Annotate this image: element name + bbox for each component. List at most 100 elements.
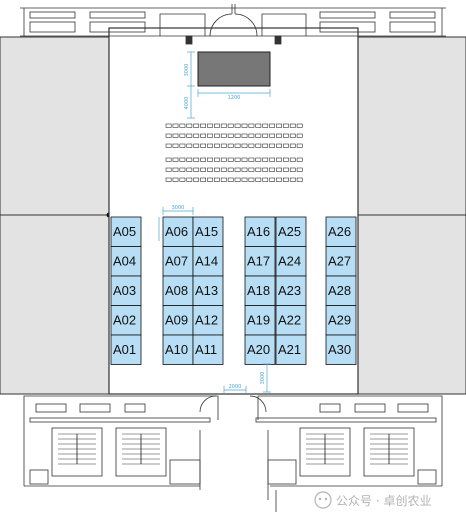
booth-label: A08 xyxy=(165,283,188,298)
seat xyxy=(172,143,179,148)
booth-label: A11 xyxy=(195,342,217,357)
booth-a06[interactable]: A06 xyxy=(162,216,194,247)
booth-box xyxy=(192,305,224,336)
booth-label: A30 xyxy=(328,342,351,357)
booth-a12[interactable]: A12 xyxy=(192,305,224,336)
seat xyxy=(276,167,282,172)
wechat-icon-eye-left xyxy=(318,497,322,501)
booth-a11[interactable]: A11 xyxy=(192,334,224,365)
booth-a23[interactable]: A23 xyxy=(275,275,307,306)
booth-box xyxy=(110,334,142,365)
booth-box xyxy=(244,275,276,306)
booth-box xyxy=(192,216,224,247)
booth-a07[interactable]: A07 xyxy=(162,246,194,277)
booth-box xyxy=(325,246,357,277)
booth-width-label: 3000 xyxy=(172,205,185,211)
screen-depth-label: 3000 xyxy=(184,64,190,77)
booth-a29[interactable]: A29 xyxy=(325,305,357,336)
booth-a18[interactable]: A18 xyxy=(244,275,276,306)
booth-a28[interactable]: A28 xyxy=(325,275,357,306)
seat xyxy=(214,133,220,138)
booth-box xyxy=(192,246,224,277)
seat xyxy=(200,133,206,138)
seat xyxy=(234,177,241,182)
seat xyxy=(186,167,193,172)
seat xyxy=(214,177,220,182)
booth-a13[interactable]: A13 xyxy=(192,275,224,306)
booth-a05[interactable]: A05 xyxy=(110,216,142,247)
seat xyxy=(179,177,186,182)
seat xyxy=(234,157,241,162)
booth-a01[interactable]: A01 xyxy=(110,334,142,365)
seat xyxy=(241,177,248,182)
seat xyxy=(172,123,179,128)
seat xyxy=(296,123,303,128)
seat xyxy=(269,167,275,172)
booth-a03[interactable]: A03 xyxy=(110,275,142,306)
seat xyxy=(276,143,282,148)
seat xyxy=(220,177,227,182)
booth-a24[interactable]: A24 xyxy=(275,246,307,277)
seat xyxy=(179,133,186,138)
booth-label: A12 xyxy=(195,313,218,328)
booth-label: A28 xyxy=(328,283,351,298)
seat xyxy=(172,157,179,162)
booth-a04[interactable]: A04 xyxy=(110,246,142,277)
seat xyxy=(220,143,227,148)
seat xyxy=(269,177,275,182)
booth-box xyxy=(244,305,276,336)
seat xyxy=(241,133,248,138)
booth-a26[interactable]: A26 xyxy=(325,216,357,247)
seat xyxy=(282,133,289,138)
seat xyxy=(214,143,220,148)
seat xyxy=(227,143,234,148)
booth-a22[interactable]: A22 xyxy=(275,305,307,336)
booth-a20[interactable]: A20 xyxy=(244,334,276,365)
seat xyxy=(227,133,234,138)
booth-a02[interactable]: A02 xyxy=(110,305,142,336)
booth-a17[interactable]: A17 xyxy=(244,246,276,277)
seat xyxy=(207,133,213,138)
seat xyxy=(207,123,213,128)
entrance-dimension xyxy=(223,363,271,394)
booth-a08[interactable]: A08 xyxy=(162,275,194,306)
watermark: 公众号 · 卓创农业 xyxy=(314,491,431,509)
seat xyxy=(276,133,282,138)
seat xyxy=(220,157,227,162)
booth-a15[interactable]: A15 xyxy=(192,216,224,247)
seat xyxy=(269,157,275,162)
seat xyxy=(255,143,262,148)
seat xyxy=(234,123,241,128)
booth-a30[interactable]: A30 xyxy=(325,334,357,365)
stage-screen xyxy=(197,51,271,87)
seat xyxy=(282,157,289,162)
booth-label: A26 xyxy=(328,224,351,239)
seat xyxy=(296,133,303,138)
booth-a19[interactable]: A19 xyxy=(244,305,276,336)
booth-a09[interactable]: A09 xyxy=(162,305,194,336)
booth-label: A02 xyxy=(113,313,136,328)
booth-a14[interactable]: A14 xyxy=(192,246,224,277)
booth-box xyxy=(325,216,357,247)
seat xyxy=(269,133,275,138)
booth-a21[interactable]: A21 xyxy=(275,334,307,365)
booth-box xyxy=(275,216,307,247)
booth-a16[interactable]: A16 xyxy=(244,216,276,247)
seat xyxy=(200,143,206,148)
booth-label: A16 xyxy=(247,224,270,239)
seat xyxy=(193,167,200,172)
booth-a27[interactable]: A27 xyxy=(325,246,357,277)
booth-box xyxy=(162,216,194,247)
booth-a10[interactable]: A10 xyxy=(162,334,194,365)
seat xyxy=(200,123,206,128)
seat xyxy=(186,133,193,138)
booth-a25[interactable]: A25 xyxy=(275,216,307,247)
stage-dimension-lines xyxy=(187,51,271,119)
seat xyxy=(296,167,303,172)
booth-label: A03 xyxy=(113,283,136,298)
seat xyxy=(248,123,255,128)
seat xyxy=(186,157,193,162)
seat xyxy=(207,167,213,172)
booth-label: A07 xyxy=(165,254,188,269)
